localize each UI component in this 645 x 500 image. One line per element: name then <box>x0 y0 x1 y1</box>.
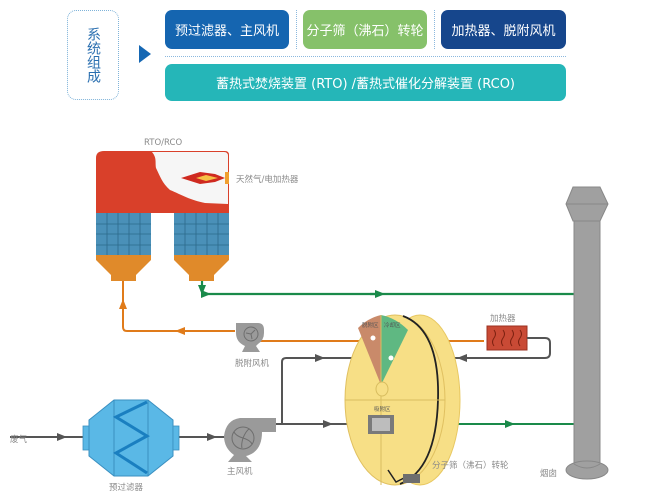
clean-gas-line <box>197 281 574 298</box>
component-heater-fan: 加热器、脱附风机 <box>441 10 566 49</box>
divider <box>296 10 297 49</box>
adsorption-zone-label: 吸附区 <box>374 405 391 413</box>
heater-label: 加热器 <box>490 313 516 324</box>
component-label: 预过滤器、主风机 <box>174 24 279 39</box>
component-label: 加热器、脱附风机 <box>451 24 556 39</box>
chimney-label: 烟囱 <box>540 468 557 479</box>
pre-filter-label: 预过滤器 <box>109 482 144 493</box>
desorb-fan-label: 脱附风机 <box>235 358 270 369</box>
ceramic-media-left <box>96 213 151 255</box>
fan-to-cooling-line <box>281 357 390 424</box>
drive-motor <box>403 474 420 483</box>
adsorption-window <box>372 418 390 431</box>
component-rotor: 分子筛（沸石）转轮 <box>303 10 427 49</box>
main-fan: 主风机 <box>224 418 276 477</box>
desorb-line-to-rto <box>122 281 235 332</box>
component-label: 蓄热式焚烧装置 (RTO) /蓄热式催化分解装置 (RCO) <box>215 77 516 92</box>
rto-rco-label: RTO/RCO <box>144 138 182 148</box>
desorption-zone <box>358 315 381 385</box>
burner-label: 天然气/电加热器 <box>236 174 299 185</box>
hopper-left <box>96 255 151 281</box>
main-fan-label: 主风机 <box>227 466 253 477</box>
system-composition-box: 系统组成 <box>67 10 119 100</box>
desorb-fan: 脱附风机 <box>235 323 270 369</box>
ceramic-media-right <box>174 213 229 255</box>
play-arrow-icon <box>139 45 151 63</box>
cooling-air-return-line <box>440 337 551 359</box>
pre-filter: 预过滤器 废气 <box>10 399 180 493</box>
rotor-label: 分子筛（沸石）转轮 <box>432 460 509 471</box>
cooling-zone <box>381 315 408 385</box>
component-label: 分子筛（沸石）转轮 <box>306 24 424 39</box>
rto-rco-unit: RTO/RCO 天然气/电加热器 <box>96 138 299 281</box>
system-composition-label: 系统组成 <box>85 27 101 83</box>
divider <box>165 56 566 57</box>
chimney: 烟囱 <box>540 186 609 480</box>
divider <box>434 10 435 49</box>
burner-nozzle <box>225 172 229 184</box>
component-rto-rco: 蓄热式焚烧装置 (RTO) /蓄热式催化分解装置 (RCO) <box>165 64 566 101</box>
hopper-right <box>174 255 229 281</box>
flame-core <box>196 175 218 181</box>
zeolite-rotor: 脱附区 冷却区 吸附区 分子筛（沸石）转轮 <box>344 314 509 486</box>
component-prefilter-fan: 预过滤器、主风机 <box>165 10 289 49</box>
heater: 加热器 <box>486 313 528 351</box>
cooling-zone-label: 冷却区 <box>384 321 401 329</box>
desorption-zone-label: 脱附区 <box>362 321 379 329</box>
waste-gas-label: 废气 <box>10 434 28 445</box>
